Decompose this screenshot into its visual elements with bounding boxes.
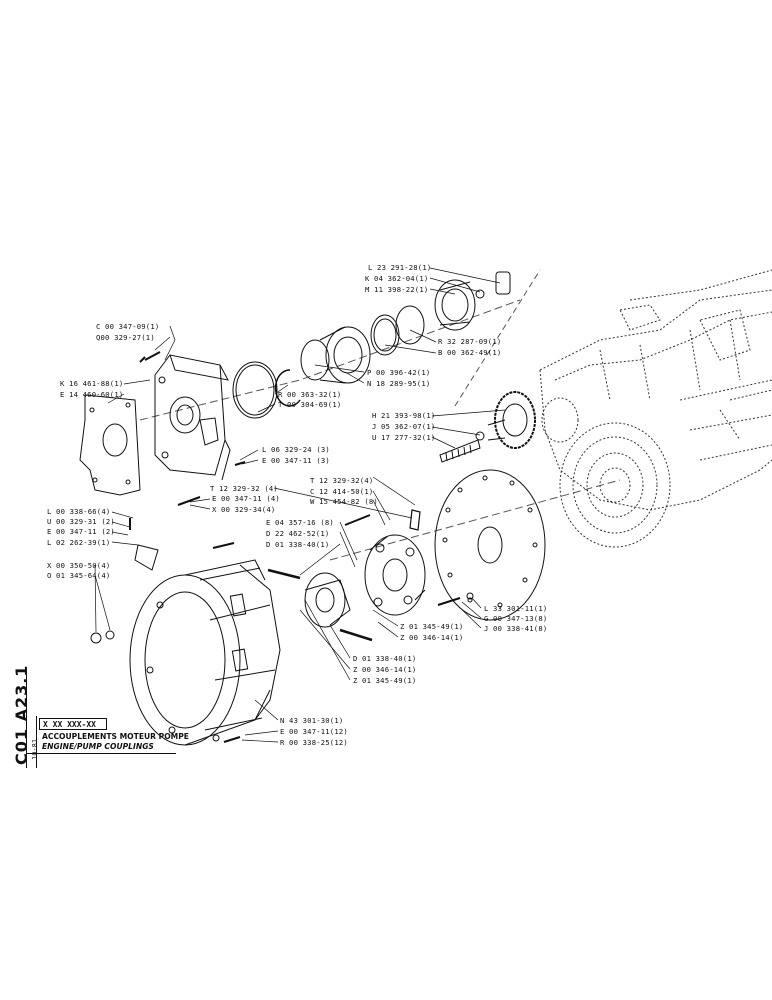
part-label: Z 00 346-14(1) bbox=[353, 665, 417, 674]
leader-lines bbox=[94, 267, 506, 743]
bearing-2 bbox=[434, 279, 476, 331]
part-label: X 00 350-50(4) bbox=[47, 561, 111, 570]
title-english: ENGINE/PUMP COUPLINGS bbox=[42, 742, 154, 751]
part-label: H 21 393-98(1) bbox=[372, 411, 436, 420]
part-label: L 00 338-66(4) bbox=[47, 507, 111, 516]
gasket-plate bbox=[79, 394, 141, 496]
part-label: D 22 462-52(1) bbox=[266, 529, 330, 538]
elastic-element bbox=[304, 572, 351, 628]
circlip bbox=[274, 369, 301, 407]
coupling-hub bbox=[364, 534, 426, 616]
part-label: Z 01 345-49(1) bbox=[353, 676, 417, 685]
part-label: T 12 329-32(4) bbox=[310, 476, 374, 485]
drive-gear bbox=[487, 391, 536, 449]
part-label: R 32 287-09(1) bbox=[438, 337, 502, 346]
part-label: Z 00 346-14(1) bbox=[400, 633, 464, 642]
part-label: O 01 345-64(4) bbox=[47, 571, 111, 580]
part-label: B 00 362-49(1) bbox=[438, 348, 502, 357]
part-label: D 01 338-40(1) bbox=[266, 540, 330, 549]
part-label: K 16 461-88(1) bbox=[60, 379, 124, 388]
part-label: N 43 301-30(1) bbox=[280, 716, 344, 725]
title-frame-line bbox=[26, 675, 27, 768]
seal-ring bbox=[232, 361, 278, 419]
part-label: J 00 338-41(8) bbox=[484, 624, 548, 633]
part-label: G 00 347-13(8) bbox=[484, 614, 548, 623]
part-label: L 23 291-28(1) bbox=[368, 263, 432, 272]
part-label: P 00 396-42(1) bbox=[367, 368, 431, 377]
bell-housing bbox=[129, 559, 281, 746]
sleeve bbox=[495, 271, 511, 295]
engine-outline bbox=[539, 269, 772, 548]
part-label: W 15 454-82 (8) bbox=[310, 497, 378, 506]
flywheel-plate bbox=[434, 469, 546, 621]
centre-line bbox=[139, 299, 621, 561]
title-frame-line bbox=[26, 753, 176, 754]
part-label: Z 01 345-49(1) bbox=[400, 622, 464, 631]
part-label: L 02 262-39(1) bbox=[47, 538, 111, 547]
part-label: U 17 277-32(1) bbox=[372, 433, 436, 442]
reference-box: X XX XXX-XX bbox=[39, 718, 107, 730]
part-label: T 00 304-69(1) bbox=[278, 400, 342, 409]
part-label: E 14 460-60(1) bbox=[60, 390, 124, 399]
part-label: K 04 362-04(1) bbox=[365, 274, 429, 283]
title-frame-line bbox=[36, 716, 37, 768]
part-label: R 00 338-25(12) bbox=[280, 738, 348, 747]
part-label: E 00 347-11 (2) bbox=[47, 527, 115, 536]
part-label: E 00 347-11(12) bbox=[280, 727, 348, 736]
drawing-date: 10-81 bbox=[31, 738, 39, 760]
part-label: T 12 329-32 (4) bbox=[210, 484, 278, 493]
part-label: X 00 329-34(4) bbox=[212, 505, 276, 514]
part-label: E 04 357-16 (8) bbox=[266, 518, 334, 527]
part-label: U 00 329-31 (2) bbox=[47, 517, 115, 526]
part-label: L 06 329-24 (3) bbox=[262, 445, 330, 454]
part-label: L 33 301-11(1) bbox=[484, 604, 548, 613]
part-label: D 01 338-40(1) bbox=[353, 654, 417, 663]
part-label: Q00 329-27(1) bbox=[96, 333, 155, 342]
part-label: E 00 347-11 (3) bbox=[262, 456, 330, 465]
part-label: C 00 347-09(1) bbox=[96, 322, 160, 331]
title-french: ACCOUPLEMENTS MOTEUR POMPE bbox=[42, 732, 189, 741]
clip-bracket bbox=[134, 544, 159, 571]
part-label: M 11 398-22(1) bbox=[365, 285, 429, 294]
splined-shaft bbox=[439, 439, 481, 463]
part-label: C 12 414-50(1) bbox=[310, 487, 374, 496]
part-label: N 18 289-95(1) bbox=[367, 379, 431, 388]
bearing bbox=[300, 326, 371, 384]
spacer-ring bbox=[370, 314, 400, 356]
bracket-housing bbox=[154, 354, 231, 481]
part-label: R 00 363-32(1) bbox=[278, 390, 342, 399]
part-label: J 05 362-07(1) bbox=[372, 422, 436, 431]
drawing-code: C01 A23.1 bbox=[12, 664, 31, 765]
retaining-ring bbox=[395, 305, 425, 345]
part-label: E 00 347-11 (4) bbox=[212, 494, 280, 503]
